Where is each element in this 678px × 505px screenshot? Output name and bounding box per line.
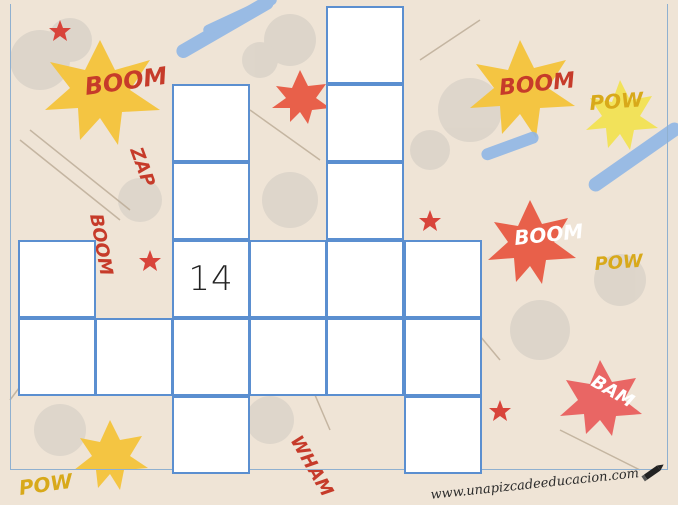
puzzle-cell[interactable]	[172, 162, 250, 240]
puzzle-cell[interactable]	[404, 396, 482, 474]
puzzle-cell[interactable]	[18, 318, 96, 396]
puzzle-cell[interactable]: 14	[172, 240, 250, 318]
puzzle-cell[interactable]	[326, 162, 404, 240]
puzzle-cell[interactable]	[404, 318, 482, 396]
puzzle-cell[interactable]	[172, 318, 250, 396]
puzzle-cell[interactable]	[249, 240, 327, 318]
puzzle-cell[interactable]	[326, 84, 404, 162]
puzzle-cell[interactable]	[172, 84, 250, 162]
puzzle-cell[interactable]	[326, 318, 404, 396]
puzzle-cell[interactable]	[18, 240, 96, 318]
puzzle-cell[interactable]	[172, 396, 250, 474]
site-watermark: www.unapizcadeeducacion.com	[430, 472, 640, 496]
puzzle-cell[interactable]	[404, 240, 482, 318]
cell-value: 14	[188, 259, 233, 299]
puzzle-cell[interactable]	[95, 318, 173, 396]
puzzle-cell[interactable]	[249, 318, 327, 396]
puzzle-cell[interactable]	[326, 240, 404, 318]
pencil-icon	[638, 460, 668, 484]
puzzle-cell[interactable]	[326, 6, 404, 84]
